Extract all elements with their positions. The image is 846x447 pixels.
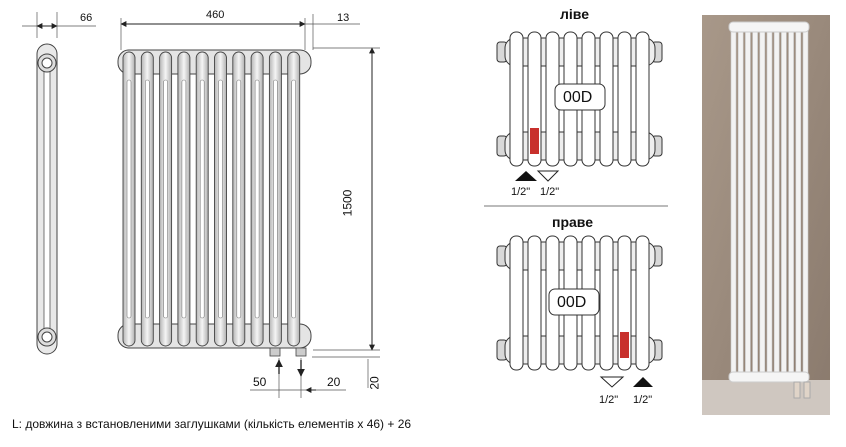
right-connection-code: 00D (557, 294, 587, 311)
side-view (22, 12, 96, 355)
left-pipe-a-label: 1/2" (511, 186, 531, 198)
scheme-column (635, 31, 650, 167)
right-pipe-b-label: 1/2" (633, 394, 653, 406)
front-view (117, 14, 380, 398)
column-slot (218, 79, 223, 319)
right-connection-title: праве (552, 214, 594, 230)
photo-column (737, 24, 744, 378)
photo-column (773, 24, 780, 378)
radiator-photo (702, 15, 830, 415)
column-slot (181, 79, 187, 319)
right-pipe-a-label: 1/2" (599, 394, 619, 406)
side-offset-label: 13 (337, 12, 350, 24)
column-slot (126, 79, 132, 319)
photo-column (745, 24, 751, 378)
side-width-label: 66 (80, 12, 93, 24)
photo-column (752, 24, 758, 378)
connection-right-scheme (496, 235, 663, 388)
photo-column (795, 24, 802, 378)
pipe-a-triangle-icon (599, 376, 625, 388)
column-slot (199, 79, 205, 319)
photo-column (759, 24, 766, 378)
scheme-column (635, 235, 650, 371)
bottom-offset-label: 20 (367, 376, 382, 390)
column-slot (273, 79, 278, 319)
length-footnote: L: довжина з встановленими заглушками (к… (12, 417, 412, 431)
photo-column (802, 24, 809, 378)
connection-left-scheme (496, 31, 663, 182)
scheme-column (617, 31, 632, 167)
column-slot (236, 79, 242, 319)
column-slot (145, 79, 150, 319)
flow-marker (620, 332, 629, 358)
scheme-column (527, 235, 542, 371)
column-slot (291, 79, 297, 319)
pipe-b-triangle-icon (633, 377, 653, 387)
scheme-column (509, 235, 524, 371)
scheme-column (509, 31, 524, 167)
code-box (548, 288, 600, 316)
inlet-spacing-label: 50 (253, 375, 267, 389)
front-width-label: 460 (206, 9, 225, 21)
photo-column (788, 24, 794, 378)
left-pipe-b-label: 1/2" (540, 186, 560, 198)
left-connection-code: 00D (563, 89, 593, 106)
pipe-b-triangle-icon (536, 170, 560, 182)
flow-marker (530, 128, 539, 154)
photo-column (730, 24, 737, 378)
photo-column (766, 24, 773, 378)
pipe-a-triangle-icon (515, 171, 537, 181)
left-connection-title: ліве (560, 6, 589, 22)
column-slot (163, 79, 168, 319)
height-label: 1500 (340, 189, 355, 217)
photo-column (781, 24, 787, 378)
column-slot (254, 79, 260, 319)
scheme-column (599, 235, 614, 371)
inlet-offset-label: 20 (327, 375, 341, 389)
code-box (554, 83, 606, 111)
